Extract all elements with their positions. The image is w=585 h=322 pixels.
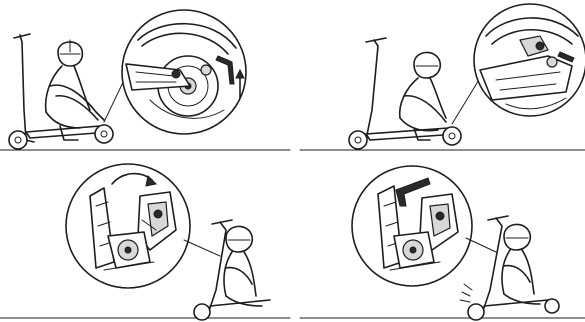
rider-icon — [224, 226, 262, 306]
rear-wheel-detail-icon — [122, 10, 246, 134]
panel-4 — [300, 166, 585, 320]
panel-3 — [0, 164, 290, 320]
rider-icon — [400, 52, 446, 140]
panel-2 — [300, 4, 585, 150]
callout-connector — [452, 78, 480, 124]
panel-1 — [0, 10, 290, 150]
folding-mechanism-detail-icon — [66, 164, 190, 288]
callout-connector — [466, 238, 496, 252]
rider-icon — [46, 40, 104, 140]
callout-connector — [184, 240, 220, 256]
rear-fender-detail-icon — [474, 4, 585, 116]
